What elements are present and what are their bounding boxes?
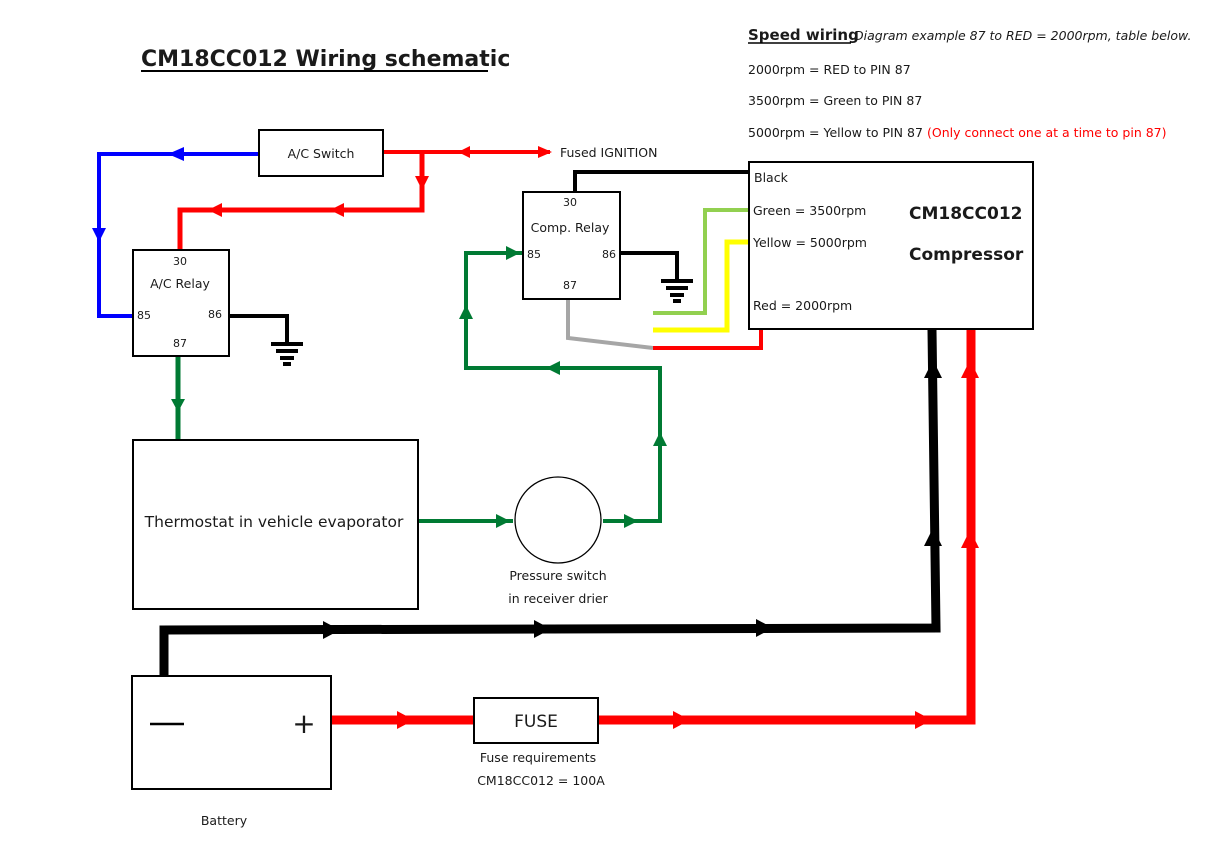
wire-red-speed [653, 330, 763, 350]
wire-black-relay30 [573, 170, 749, 192]
thermostat-box [132, 439, 419, 610]
speed-row-2000: 2000rpm = RED to PIN 87 [748, 62, 911, 77]
ac-switch-box [258, 129, 384, 177]
ac-switch-label: A/C Switch [288, 146, 355, 161]
ac-relay-box [132, 249, 230, 357]
ac-relay-pin85: 85 [137, 309, 151, 322]
comp-relay-pin86: 86 [602, 248, 616, 261]
pressure-switch-icon [514, 476, 602, 564]
compressor-wire-green: Green = 3500rpm [753, 203, 866, 218]
speed-wiring-heading: Speed wiring [748, 26, 859, 44]
speed-row-5000: 5000rpm = Yellow to PIN 87 [748, 125, 923, 140]
compressor-model: CM18CC012 [909, 204, 1023, 224]
fuse-box [473, 697, 599, 744]
compressor-wire-yellow: Yellow = 5000rpm [752, 235, 867, 250]
ac-relay-pin87: 87 [173, 337, 187, 350]
speed-wiring-subtitle: Diagram example 87 to RED = 2000rpm, tab… [854, 28, 1191, 43]
speed-row-3500: 3500rpm = Green to PIN 87 [748, 93, 922, 108]
compressor-wire-red: Red = 2000rpm [753, 298, 852, 313]
ac-relay-pin86: 86 [208, 308, 222, 321]
wire-green-control [418, 246, 667, 528]
speed-row-note: (Only connect one at a time to pin 87) [927, 125, 1167, 140]
wire-blue [92, 147, 259, 318]
arrow-left-icon [168, 147, 184, 161]
wire-green-relay-thermostat [171, 356, 185, 440]
comp-relay-pin87: 87 [563, 279, 577, 292]
arrow-down-icon [92, 228, 106, 242]
battery-positive-icon: + [292, 707, 315, 740]
comp-relay-label: Comp. Relay [531, 220, 610, 235]
fused-ignition-label: Fused IGNITION [560, 145, 657, 160]
ac-relay-pin30: 30 [173, 255, 187, 268]
pressure-switch-label-2: in receiver drier [508, 591, 608, 606]
battery-label: Battery [201, 813, 248, 828]
compressor-box [748, 161, 1034, 330]
wire-ground-ac-relay [229, 314, 303, 366]
compressor-wire-black: Black [754, 170, 789, 185]
ground-icon [271, 342, 303, 346]
fuse-requirements-label: Fuse requirements [480, 750, 596, 765]
wire-black-power [159, 329, 942, 676]
comp-relay-box [522, 191, 621, 300]
comp-relay-pin30: 30 [563, 196, 577, 209]
compressor-label: Compressor [909, 245, 1024, 265]
ground-icon [661, 279, 693, 283]
wire-grey-pin87 [566, 300, 654, 350]
page-title: CM18CC012 Wiring schematic [141, 47, 510, 72]
wire-red-ignition [177, 146, 552, 250]
fuse-label: FUSE [514, 712, 558, 732]
wire-ground-comp-relay [620, 251, 693, 303]
battery-box [131, 675, 332, 790]
comp-relay-pin85: 85 [527, 248, 541, 261]
ac-relay-label: A/C Relay [150, 276, 210, 291]
thermostat-label: Thermostat in vehicle evaporator [144, 513, 404, 531]
wire-light-green-speed [653, 208, 749, 315]
arrow-down-icon [415, 176, 429, 190]
fuse-requirements-value: CM18CC012 = 100A [477, 773, 605, 788]
wire-yellow-speed [653, 239, 749, 333]
wire-red-power [331, 330, 979, 729]
pressure-switch-label-1: Pressure switch [509, 568, 606, 583]
